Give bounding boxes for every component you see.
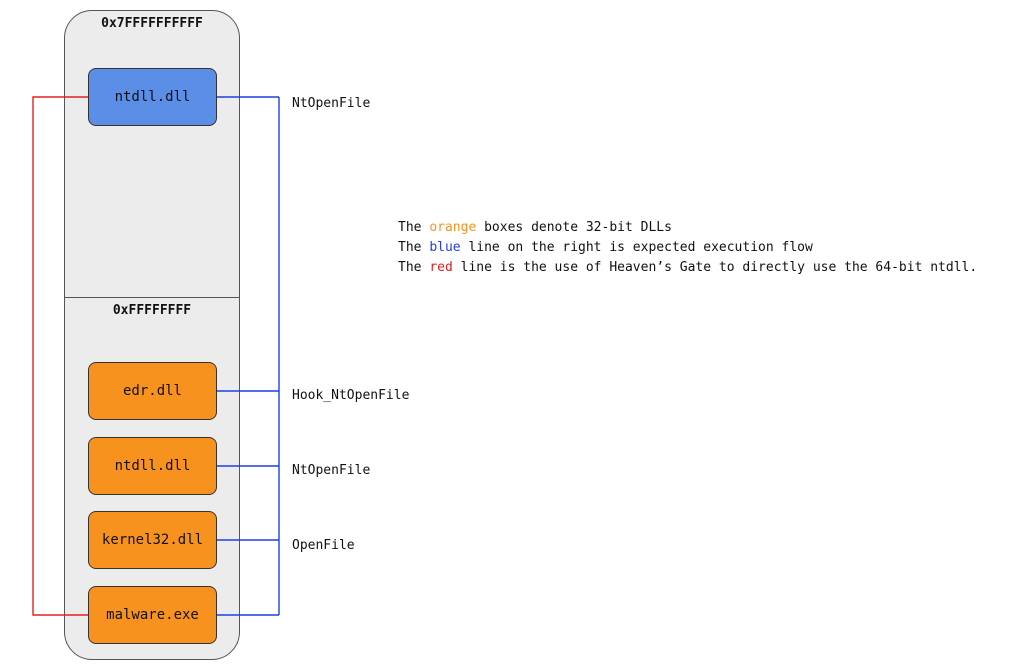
legend-line-red-post: line is the use of Heaven’s Gate to dire… bbox=[452, 260, 978, 275]
malware-exe-box: malware.exe bbox=[88, 586, 217, 644]
edr-dll-box: edr.dll bbox=[88, 362, 217, 420]
legend-line-blue: The blue line on the right is expected e… bbox=[398, 238, 977, 258]
ntdll32-box: ntdll.dll bbox=[88, 437, 217, 495]
legend-line-blue-pre: The bbox=[398, 240, 430, 255]
legend-keyword-blue: blue bbox=[429, 240, 461, 255]
kernel32-box: kernel32.dll bbox=[88, 511, 217, 569]
legend-keyword-red: red bbox=[429, 260, 453, 275]
ntdll64-box: ntdll.dll bbox=[88, 68, 217, 126]
region-divider-32bit bbox=[64, 297, 240, 298]
legend-line-orange: The orange boxes denote 32-bit DLLs bbox=[398, 218, 977, 238]
legend: The orange boxes denote 32-bit DLLs The … bbox=[398, 218, 977, 278]
call-label-openfile: OpenFile bbox=[292, 538, 355, 553]
call-label-ntopenfile-32: NtOpenFile bbox=[292, 463, 371, 478]
heavens-gate-red-line bbox=[32, 96, 88, 616]
legend-line-orange-post: boxes denote 32-bit DLLs bbox=[476, 220, 672, 235]
legend-line-blue-post: line on the right is expected execution … bbox=[460, 240, 813, 255]
legend-keyword-orange: orange bbox=[429, 220, 477, 235]
legend-line-red-pre: The bbox=[398, 260, 430, 275]
legend-line-red: The red line is the use of Heaven’s Gate… bbox=[398, 258, 977, 278]
call-label-hook-ntopenfile: Hook_NtOpenFile bbox=[292, 388, 410, 403]
call-label-ntopenfile-64: NtOpenFile bbox=[292, 96, 371, 111]
address-32bit-limit-label: 0xFFFFFFFF bbox=[112, 303, 192, 318]
address-top-label: 0x7FFFFFFFFFF bbox=[101, 16, 203, 31]
legend-line-orange-pre: The bbox=[398, 220, 430, 235]
